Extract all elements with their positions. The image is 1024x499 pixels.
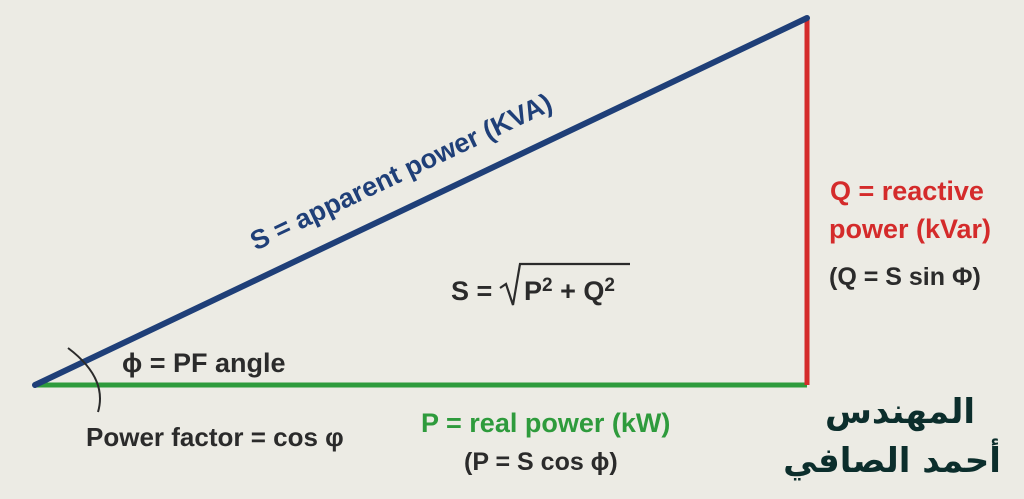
formula-lhs: S = [451,276,492,306]
reactive-label-line1: Q = reactive [830,176,984,206]
reactive-formula: (Q = S sin Φ) [829,263,981,291]
watermark-line1: المهندس [825,392,975,432]
radical-sign [499,262,630,306]
apparent-power-side [32,15,810,388]
radicand-p: P [524,276,542,306]
hypotenuse-label: S = apparent power (KVA) [246,87,557,256]
angle-arc [67,347,101,413]
reactive-label-line2: power (kVar) [829,214,991,244]
real-power-label: P = real power (kW) [421,408,670,438]
power-factor-label: Power factor = cos φ [86,422,344,452]
radicand-plus-q: + Q [553,276,605,306]
apparent-power-formula: S = P2 + Q2 [451,262,630,306]
radicand: P2 + Q2 [524,275,615,306]
watermark-line2: أحمد الصافي [783,438,1001,481]
real-power-formula: (P = S cos ϕ) [464,448,618,476]
radicand-q-exponent: 2 [604,275,615,296]
angle-label: ϕ = PF angle [122,348,286,378]
radicand-p-exponent: 2 [542,275,553,296]
